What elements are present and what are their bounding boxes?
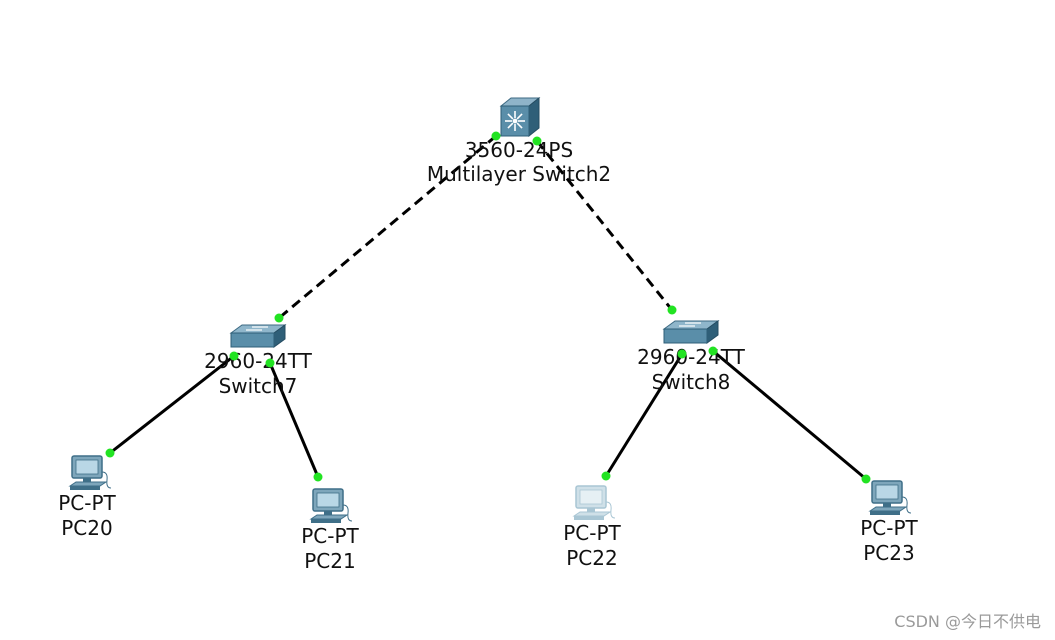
- watermark: CSDN @今日不供电: [894, 612, 1041, 631]
- links-layer: [109, 134, 867, 481]
- device-model-label: PC-PT: [301, 524, 359, 548]
- link-sw8-pc23[interactable]: [712, 349, 867, 481]
- link-status-dot-sw8-pc23-b: [861, 474, 871, 484]
- link-status-dot-ms2-sw8-b: [667, 305, 677, 315]
- device-model-label: 3560-24PS: [465, 138, 573, 162]
- link-status-layer: [105, 131, 871, 484]
- link-status-dot-sw7-pc20-a: [229, 351, 239, 361]
- link-status-dot-ms2-sw8-a: [532, 136, 542, 146]
- link-status-dot-sw8-pc22-b: [601, 471, 611, 481]
- device-name-label: PC23: [863, 541, 914, 565]
- link-status-dot-sw8-pc23-a: [708, 346, 718, 356]
- switch-icon[interactable]: [229, 324, 287, 348]
- link-status-dot-ms2-sw7-a: [491, 131, 501, 141]
- device-model-label: PC-PT: [563, 521, 621, 545]
- device-model-label: PC-PT: [860, 516, 918, 540]
- device-name-label: Multilayer Switch2: [427, 162, 611, 186]
- pc-icon[interactable]: [309, 488, 353, 523]
- link-status-dot-sw7-pc21-b: [313, 472, 323, 482]
- pc-icon[interactable]: [868, 480, 912, 515]
- link-status-dot-sw7-pc21-a: [265, 358, 275, 368]
- link-status-dot-sw8-pc22-a: [677, 349, 687, 359]
- link-ms2-sw8[interactable]: [535, 140, 674, 311]
- switch-icon[interactable]: [662, 320, 720, 344]
- multilayer-switch-icon[interactable]: [499, 96, 541, 138]
- link-sw8-pc22[interactable]: [604, 353, 684, 477]
- link-status-dot-ms2-sw7-b: [274, 313, 284, 323]
- device-model-label: PC-PT: [58, 491, 116, 515]
- pc-icon[interactable]: [68, 455, 112, 490]
- device-model-label: 2960-24TT: [204, 349, 312, 373]
- device-name-label: Switch8: [652, 370, 731, 394]
- pc-icon[interactable]: [572, 485, 616, 520]
- link-status-dot-sw7-pc20-b: [105, 448, 115, 458]
- device-name-label: PC21: [304, 549, 355, 573]
- link-sw7-pc20[interactable]: [109, 354, 235, 455]
- device-name-label: PC22: [566, 546, 617, 570]
- device-name-label: PC20: [61, 516, 112, 540]
- device-name-label: Switch7: [219, 374, 298, 398]
- link-sw7-pc21[interactable]: [268, 362, 320, 478]
- device-model-label: 2960-24TT: [637, 345, 745, 369]
